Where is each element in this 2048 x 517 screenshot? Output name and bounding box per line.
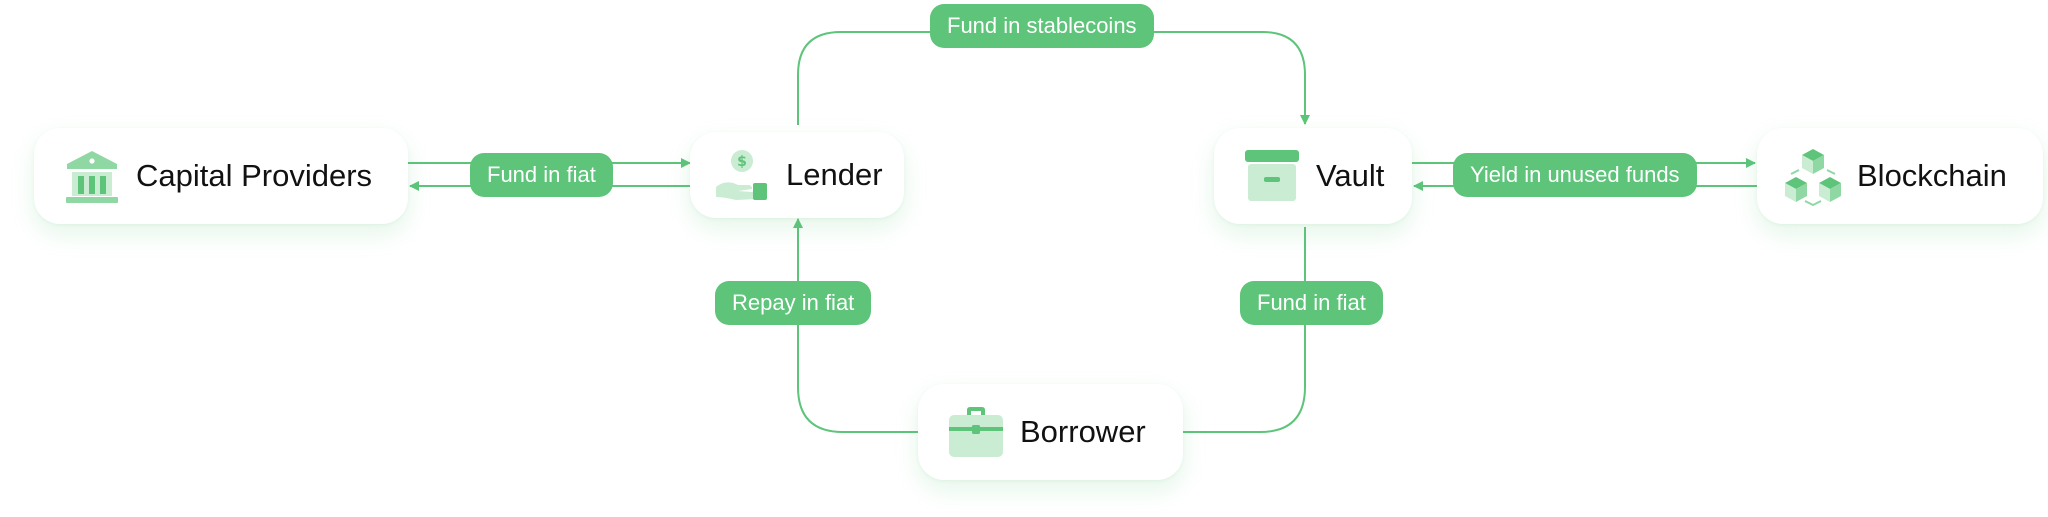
capital-providers-node: Capital Providers — [34, 128, 408, 224]
borrower-label: Borrower — [1020, 414, 1146, 449]
vault-label: Vault — [1316, 158, 1385, 193]
hand-coin-icon: $ — [712, 145, 772, 205]
edge-label-fund-in-fiat-borrower: Fund in fiat — [1240, 281, 1383, 325]
edge-label-repay-in-fiat: Repay in fiat — [715, 281, 872, 325]
svg-text:$: $ — [737, 154, 747, 170]
blockchain-label: Blockchain — [1857, 158, 2007, 193]
borrower-node: Borrower — [918, 384, 1183, 480]
bank-icon — [62, 146, 122, 206]
lender-label: Lender — [786, 157, 883, 192]
lender-node: $ Lender — [690, 132, 904, 218]
archive-box-icon — [1242, 146, 1302, 206]
edge-borrower-to-lender — [793, 218, 918, 433]
edge-vault-to-borrower — [1183, 227, 1306, 433]
capital-providers-label: Capital Providers — [136, 158, 373, 193]
edge-label-fund-in-stablecoins: Fund in stablecoins — [930, 4, 1154, 48]
blockchain-node: Blockchain — [1757, 128, 2043, 224]
edge-label-yield-in-unused-funds: Yield in unused funds — [1453, 153, 1697, 197]
cubes-icon — [1783, 146, 1843, 206]
edge-label-fund-in-fiat-capital: Fund in fiat — [470, 153, 613, 197]
vault-node: Vault — [1214, 128, 1412, 224]
briefcase-icon — [946, 402, 1006, 462]
